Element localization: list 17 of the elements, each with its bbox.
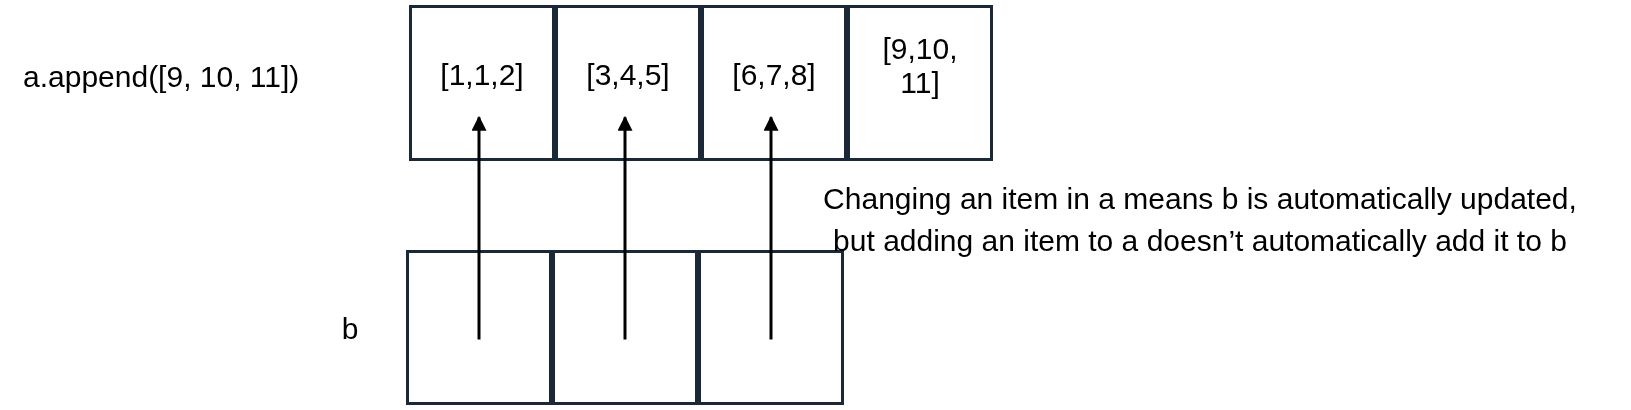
arrow — [763, 115, 779, 340]
arrow — [617, 115, 633, 340]
arrow — [471, 115, 487, 340]
variable-name: b — [340, 312, 360, 346]
note-text: Changing an item in a means b is automatically updated, but adding an item to a doesn’t automatically add it to b — [822, 181, 1578, 259]
empty-cell — [406, 250, 552, 405]
cell-value: [9,10, 11] — [881, 32, 959, 100]
list-cell — [555, 5, 701, 161]
list-cell — [847, 5, 993, 161]
empty-cell — [552, 250, 698, 405]
list-cell — [701, 5, 847, 161]
empty-cell — [698, 250, 844, 405]
cell-value: [3,4,5] — [585, 57, 671, 92]
cell-value: [6,7,8] — [731, 57, 817, 92]
list-cell — [409, 5, 555, 161]
cell-value: [1,1,2] — [439, 57, 525, 92]
code-text: a.append([9, 10, 11]) — [23, 60, 301, 94]
